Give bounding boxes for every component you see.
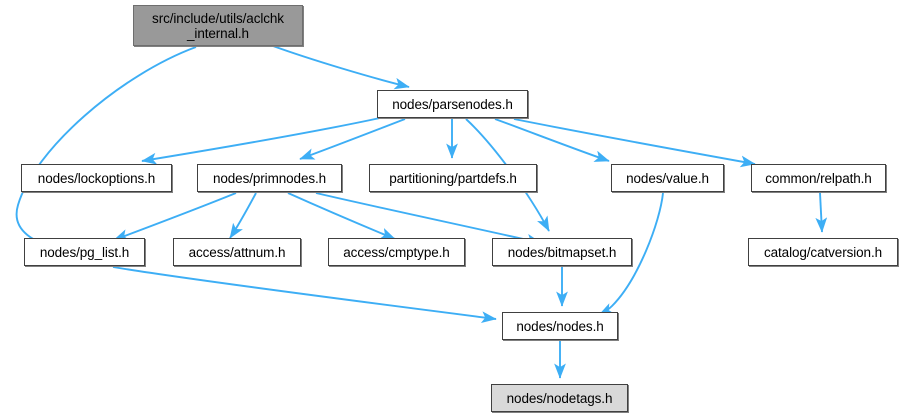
node-partdefs[interactable]: partitioning/partdefs.h [369, 164, 537, 192]
node-cmptype[interactable]: access/cmptype.h [328, 238, 465, 266]
node-attnum[interactable]: access/attnum.h [173, 238, 301, 266]
edge-primnodes-to-cmptype [287, 192, 396, 240]
node-catversion[interactable]: catalog/catversion.h [748, 238, 898, 266]
node-parsenodes[interactable]: nodes/parsenodes.h [377, 90, 528, 118]
node-bitmapset[interactable]: nodes/bitmapset.h [492, 238, 632, 266]
edge-primnodes-to-pglist [113, 192, 237, 241]
node-lockoptions[interactable]: nodes/lockoptions.h [21, 164, 172, 192]
node-aclchk[interactable]: src/include/utils/aclchk _internal.h [133, 5, 303, 46]
node-relpath[interactable]: common/relpath.h [751, 164, 886, 192]
edge-pglist-to-nodes [112, 266, 497, 324]
node-nodes[interactable]: nodes/nodes.h [502, 312, 618, 340]
edge-parsenodes-to-value [494, 118, 610, 162]
edge-primnodes-to-bitmapset [315, 192, 542, 246]
edge-primnodes-to-attnum [229, 192, 257, 239]
edge-aclchk-to-pglist [15, 46, 197, 251]
edge-relpath-to-catversion [815, 192, 828, 233]
node-value[interactable]: nodes/value.h [611, 164, 724, 192]
node-pglist[interactable]: nodes/pg_list.h [24, 238, 145, 266]
node-primnodes[interactable]: nodes/primnodes.h [197, 164, 342, 192]
edge-aclchk-to-parsenodes [272, 45, 410, 90]
edge-parsenodes-to-primnodes [299, 118, 406, 160]
edge-parsenodes-to-lockoptions [141, 117, 381, 165]
edge-parsenodes-to-relpath [513, 118, 756, 168]
node-nodetags[interactable]: nodes/nodetags.h [491, 384, 628, 412]
